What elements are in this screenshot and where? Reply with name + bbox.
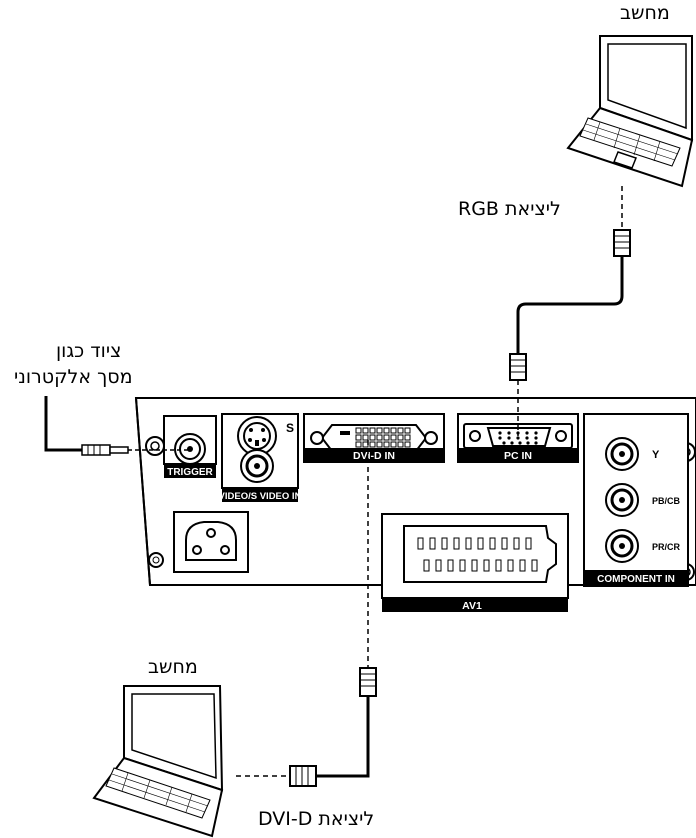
ac-inlet[interactable] xyxy=(173,511,249,573)
trigger-cable xyxy=(44,396,190,456)
dvi-d-in-port[interactable]: DVI-D IN xyxy=(303,413,445,463)
video-svideo-in-label: VIDEO/S VIDEO IN xyxy=(219,491,302,502)
screen-device-label: ציוד כגון xyxy=(56,340,122,362)
s-label: S xyxy=(286,421,294,435)
trigger-label: TRIGGER xyxy=(167,467,213,478)
trigger-port[interactable]: TRIGGER xyxy=(163,415,217,478)
panel-screw-icon xyxy=(145,436,165,456)
pb-cb-label: PB/CB xyxy=(652,496,681,506)
dvi-cable xyxy=(236,440,377,787)
pr-cr-label: PR/CR xyxy=(652,542,681,552)
laptop-top-icon xyxy=(566,35,694,188)
computer-top-label: מחשב xyxy=(620,2,670,24)
computer-bottom-label: מחשב xyxy=(148,656,198,678)
screen-device-label-2: מסך אלקטרוני xyxy=(14,366,133,388)
component-in-port[interactable]: Y PB/CB PR/CR COMPONENT IN xyxy=(583,413,689,587)
scart-pins xyxy=(417,537,538,572)
vga-pins xyxy=(498,431,538,445)
dvi-d-in-label: DVI-D IN xyxy=(353,450,395,462)
dvi-output-label: ליציאת DVI-D xyxy=(258,808,375,830)
component-in-label: COMPONENT IN xyxy=(597,574,675,585)
y-label: Y xyxy=(652,449,660,461)
rgb-cable xyxy=(509,186,631,436)
dvi-pins xyxy=(355,427,411,448)
av1-label: AV1 xyxy=(462,600,482,612)
pc-in-label: PC IN xyxy=(504,450,532,462)
laptop-bottom-icon xyxy=(92,685,224,838)
av1-port[interactable]: AV1 xyxy=(381,513,569,612)
rgb-output-label: ליציאת RGB xyxy=(458,198,561,220)
panel-screw-icon xyxy=(148,552,164,568)
pc-in-port[interactable]: PC IN xyxy=(457,413,579,463)
video-svideo-port[interactable]: S VIDEO/S VIDEO IN xyxy=(219,413,302,502)
